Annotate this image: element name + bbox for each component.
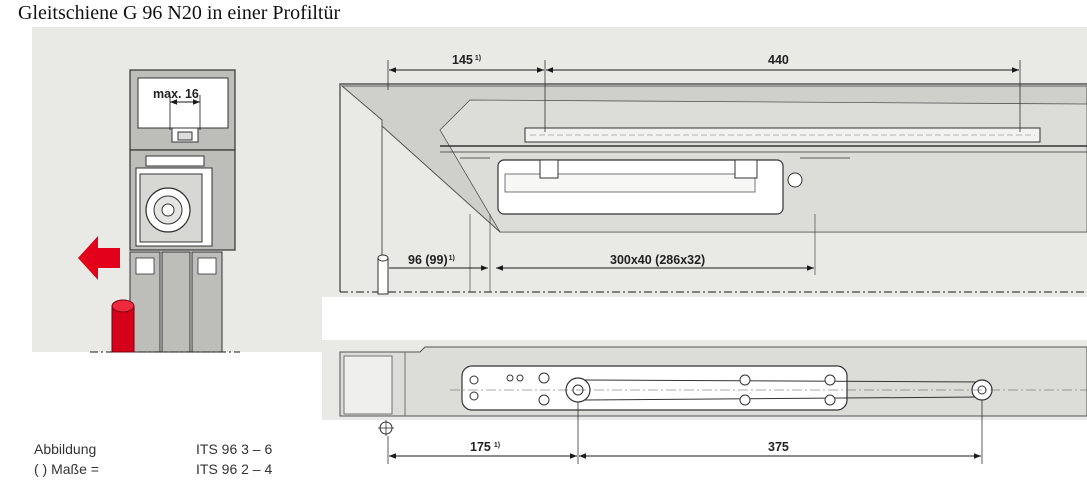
legend-row2-label: ( ) Maße =	[34, 461, 99, 477]
dim-375-label: 375	[768, 440, 789, 454]
dim-440-label: 440	[768, 53, 789, 67]
max-16-label: max. 16	[153, 87, 199, 101]
legend-row1-value: ITS 96 3 – 6	[196, 441, 273, 457]
closer-top-view	[339, 60, 1087, 295]
red-door-stop-icon	[111, 299, 135, 353]
profile-section-view: max. 16	[90, 69, 240, 353]
legend-row2-value: ITS 96 2 – 4	[196, 461, 273, 477]
dim-96-label: 96 (99)1)	[408, 253, 455, 267]
arm-top-view	[339, 346, 1087, 464]
dim-300-label: 300x40 (286x32)	[610, 253, 705, 267]
page-title: Gleitschiene G 96 N20 in einer Profiltür	[18, 2, 341, 24]
legend-row1-label: Abbildung	[34, 441, 97, 457]
red-left-arrow-icon	[78, 236, 120, 280]
